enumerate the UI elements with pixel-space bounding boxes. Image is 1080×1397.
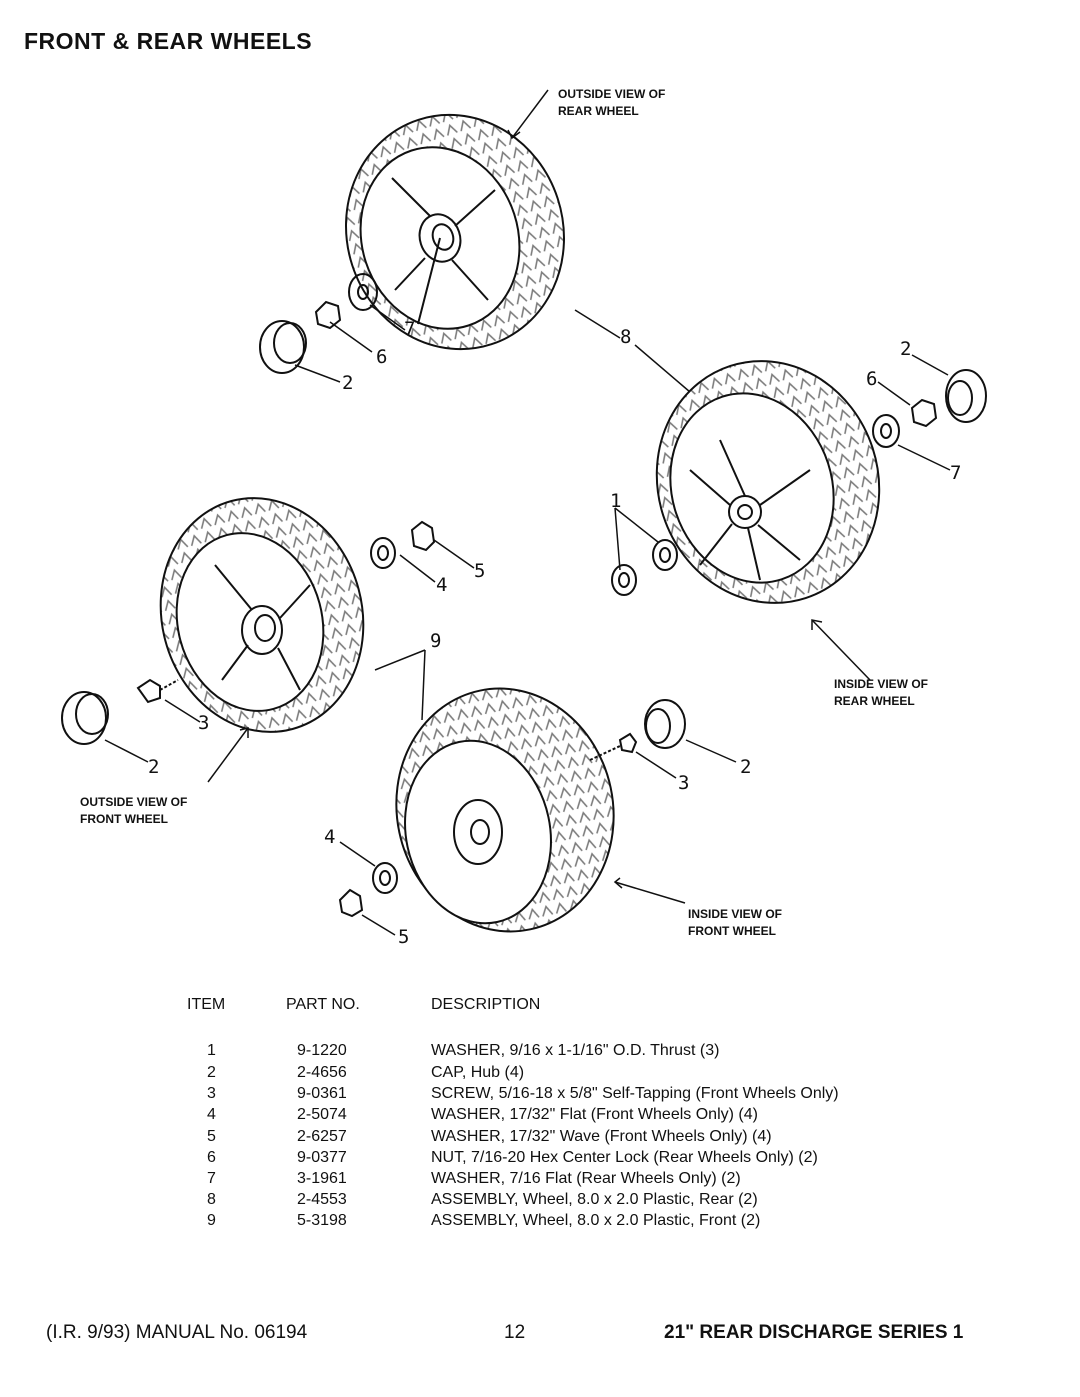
item-number: 9 (207, 1212, 216, 1229)
ref-number-3: 3 (198, 712, 210, 734)
cap-2-right (945, 369, 987, 423)
ref-number-5: 5 (398, 926, 410, 948)
callout-inside-front-wheel: INSIDE VIEW OF FRONT WHEEL (688, 907, 783, 938)
table-row: 5 2-6257 WASHER, 17/32" Wave (Front Whee… (180, 1128, 940, 1150)
part-description: WASHER, 9/16 x 1-1/16" O.D. Thrust (3) (431, 1042, 720, 1059)
washer-1-lower (611, 564, 637, 596)
part-description: ASSEMBLY, Wheel, 8.0 x 2.0 Plastic, Fron… (431, 1212, 761, 1229)
part-number: 3-1961 (297, 1170, 347, 1187)
washer-1-upper (652, 539, 678, 571)
part-number: 9-0377 (297, 1149, 347, 1166)
callout-outside-front-wheel: OUTSIDE VIEW OF FRONT WHEEL (80, 795, 188, 826)
item-number: 5 (207, 1128, 216, 1145)
item-number: 2 (207, 1064, 216, 1081)
part-description: ASSEMBLY, Wheel, 8.0 x 2.0 Plastic, Rear… (431, 1191, 758, 1208)
table-row: 3 9-0361 SCREW, 5/16-18 x 5/8" Self-Tapp… (180, 1085, 940, 1107)
washer-7-right (872, 414, 900, 448)
part-description: CAP, Hub (4) (431, 1064, 525, 1081)
ref-number-2: 2 (148, 756, 160, 778)
footer-manual-number: (I.R. 9/93) MANUAL No. 06194 (46, 1322, 308, 1343)
footer-page-number: 12 (504, 1322, 526, 1343)
screw-3-left (136, 678, 161, 704)
front-wheel-outside (159, 497, 365, 733)
item-number: 1 (207, 1042, 216, 1059)
footer-series: 21" REAR DISCHARGE SERIES 1 (664, 1322, 964, 1343)
part-number: 2-6257 (297, 1128, 347, 1145)
table-row: 1 9-1220 WASHER, 9/16 x 1-1/16" O.D. Thr… (180, 1042, 940, 1064)
ref-number-7: 7 (950, 462, 962, 484)
part-number: 5-3198 (297, 1212, 347, 1229)
ref-number-4: 4 (324, 826, 336, 848)
item-number: 3 (207, 1085, 216, 1102)
table-row: 2 2-4656 CAP, Hub (4) (180, 1064, 940, 1086)
washer-7-top (348, 273, 378, 311)
ref-number-4: 4 (436, 574, 448, 596)
rear-wheel-inside (655, 360, 881, 604)
ref-number-3: 3 (678, 772, 690, 794)
column-header-item: ITEM (187, 996, 226, 1013)
ref-number-6: 6 (376, 346, 388, 368)
part-description: WASHER, 17/32" Wave (Front Wheels Only) … (431, 1128, 772, 1145)
ref-number-2: 2 (740, 756, 752, 778)
column-header-part-no: PART NO. (286, 996, 360, 1013)
ref-number-5: 5 (474, 560, 486, 582)
item-number: 6 (207, 1149, 216, 1166)
screw-3-low (618, 732, 638, 754)
item-number: 8 (207, 1191, 216, 1208)
cap-2-top (259, 320, 305, 374)
cap-2-left (61, 691, 107, 745)
part-description: SCREW, 5/16-18 x 5/8" Self-Tapping (Fron… (431, 1085, 839, 1102)
item-number: 7 (207, 1170, 216, 1187)
ref-number-8: 8 (620, 326, 632, 348)
part-description: NUT, 7/16-20 Hex Center Lock (Rear Wheel… (431, 1149, 818, 1166)
part-number: 9-1220 (297, 1042, 347, 1059)
wave-washer-5-low (338, 888, 364, 918)
rear-wheel-outside (345, 113, 565, 351)
front-wheel-inside (395, 687, 615, 933)
exploded-wheel-diagram (61, 89, 987, 936)
table-row: 8 2-4553 ASSEMBLY, Wheel, 8.0 x 2.0 Plas… (180, 1191, 940, 1213)
callout-outside-rear-wheel: OUTSIDE VIEW OF REAR WHEEL (558, 87, 666, 118)
table-row: 7 3-1961 WASHER, 7/16 Flat (Rear Wheels … (180, 1170, 940, 1192)
washer-4-mid (370, 537, 396, 569)
washer-4-low (372, 862, 398, 894)
ref-number-9: 9 (430, 630, 442, 652)
part-number: 2-4553 (297, 1191, 347, 1208)
part-number: 2-4656 (297, 1064, 347, 1081)
column-header-description: DESCRIPTION (431, 996, 541, 1013)
wave-washer-5-mid (410, 520, 436, 552)
part-number: 9-0361 (297, 1085, 347, 1102)
ref-number-2: 2 (342, 372, 354, 394)
item-number: 4 (207, 1106, 216, 1123)
part-number: 2-5074 (297, 1106, 347, 1123)
part-description: WASHER, 7/16 Flat (Rear Wheels Only) (2) (431, 1170, 741, 1187)
nut-6-top (314, 300, 342, 330)
table-row: 4 2-5074 WASHER, 17/32" Flat (Front Whee… (180, 1106, 940, 1128)
part-description: WASHER, 17/32" Flat (Front Wheels Only) … (431, 1106, 758, 1123)
callout-inside-rear-wheel: INSIDE VIEW OF REAR WHEEL (834, 677, 929, 708)
page-title: FRONT & REAR WHEELS (24, 28, 313, 54)
nut-6-right (910, 398, 938, 428)
ref-number-2: 2 (900, 338, 912, 360)
table-row: 9 5-3198 ASSEMBLY, Wheel, 8.0 x 2.0 Plas… (180, 1212, 940, 1234)
ref-number-6: 6 (866, 368, 878, 390)
ref-number-7: 7 (404, 318, 416, 340)
cap-2-low (644, 699, 686, 749)
ref-number-1: 1 (610, 490, 622, 512)
table-row: 6 9-0377 NUT, 7/16-20 Hex Center Lock (R… (180, 1149, 940, 1171)
